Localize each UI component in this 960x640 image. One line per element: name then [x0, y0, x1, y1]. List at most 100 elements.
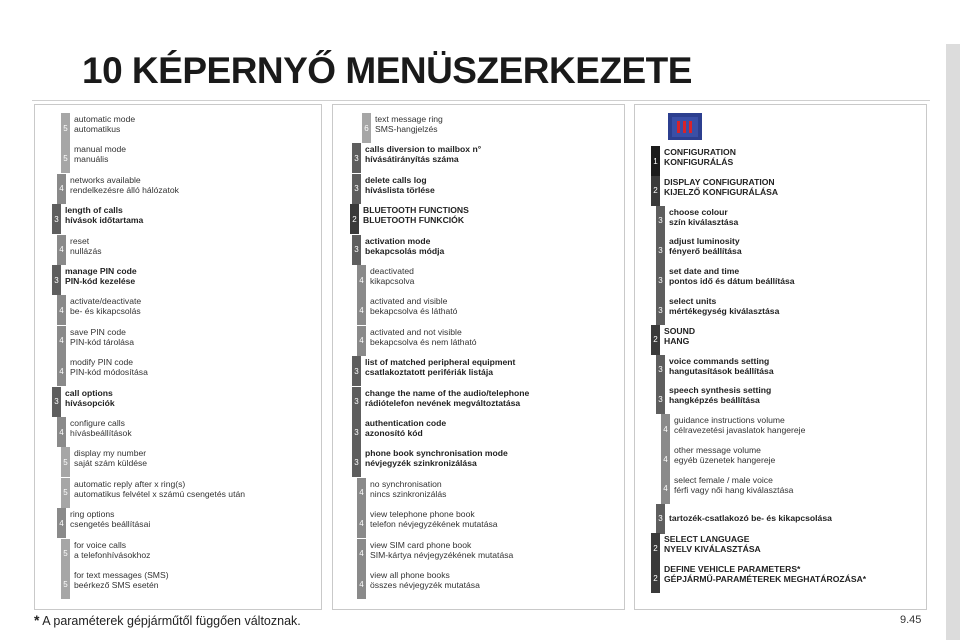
- menu-item-label-secondary: hívásopciók: [65, 397, 115, 408]
- level-badge: 2: [651, 533, 660, 564]
- menu-item-label-primary: delete calls log: [365, 174, 427, 185]
- menu-item-label-secondary: KONFIGURÁLÁS: [664, 157, 734, 167]
- menu-item-label-primary: text message ring: [375, 114, 443, 124]
- level-badge: 5: [61, 477, 70, 508]
- page-title: 10 KÉPERNYŐ MENÜSZERKEZETE: [82, 50, 692, 91]
- level-badge: 1: [651, 146, 660, 176]
- menu-item-label-secondary: csatlakoztatott perifériák listája: [365, 367, 493, 378]
- menu-item-label-primary: display my number: [74, 448, 147, 459]
- menu-item-label-primary: voice commands setting: [669, 355, 770, 366]
- menu-item-label-secondary: szín kiválasztása: [669, 216, 739, 227]
- menu-item-label-primary: authentication code: [365, 418, 447, 428]
- level-badge: 4: [57, 325, 66, 356]
- menu-item-label-primary: automatic mode: [74, 114, 136, 124]
- footnote-star: *: [34, 612, 40, 628]
- menu-column-2: [332, 104, 625, 610]
- menu-item-label-primary: ring options: [70, 509, 115, 520]
- menu-item-label-secondary: célravezetési javaslatok hangereje: [674, 425, 806, 436]
- menu-item-label-secondary: híváslista törlése: [365, 184, 435, 195]
- menu-item-label-secondary: névjegyzék szinkronizálása: [365, 458, 477, 469]
- menu-item-label-secondary: mértékegység kiválasztása: [669, 306, 780, 316]
- menu-item-label-secondary: összes névjegyzék mutatása: [370, 580, 480, 590]
- menu-item-label-primary: activated and not visible: [370, 326, 462, 337]
- menu-item-text: automatic reply after x ring(s)automatik…: [74, 479, 245, 499]
- level-badge: 3: [656, 384, 665, 415]
- level-badge: 4: [357, 265, 366, 295]
- menu-item-label-primary: length of calls: [65, 205, 123, 216]
- menu-item-label-secondary: nullázás: [70, 245, 102, 256]
- menu-item-label-primary: no synchronisation: [370, 478, 442, 489]
- menu-column-1: [34, 104, 322, 610]
- menu-item-label-secondary: BLUETOOTH FUNKCIÓK: [363, 215, 465, 226]
- level-badge: 3: [52, 204, 61, 235]
- menu-item-label-secondary: SMS-hangjelzés: [375, 124, 438, 134]
- level-badge: 4: [57, 508, 66, 539]
- level-badge: 3: [352, 143, 361, 174]
- menu-item-label-primary: speech synthesis setting: [669, 385, 772, 396]
- menu-item-label-secondary: automatikus: [74, 124, 121, 134]
- menu-item-label-primary: for voice calls: [74, 539, 127, 550]
- menu-item-label-primary: activation mode: [365, 235, 431, 246]
- configuration-icon: [668, 113, 702, 140]
- menu-item-label-secondary: SIM-kártya névjegyzékének mutatása: [370, 549, 514, 560]
- menu-item-label-secondary: saját szám küldése: [74, 458, 148, 469]
- level-badge: 2: [651, 324, 660, 355]
- menu-item-label-primary: calls diversion to mailbox n°: [365, 144, 482, 155]
- menu-item-label-secondary: bekapcsolva és nem látható: [370, 336, 477, 347]
- level-badge: 4: [357, 477, 366, 508]
- menu-item-label-secondary: pontos idő és dátum beállítása: [669, 276, 795, 287]
- footnote: * A paraméterek gépjárműtől függően vált…: [34, 612, 301, 628]
- level-badge: 5: [61, 447, 70, 478]
- level-badge: 3: [52, 386, 61, 417]
- menu-item-label-secondary: nincs szinkronizálás: [370, 488, 447, 499]
- menu-item-label-secondary: hívások időtartama: [65, 215, 144, 226]
- menu-item-label-primary: DEFINE VEHICLE PARAMETERS*: [664, 564, 801, 575]
- level-badge: 3: [352, 173, 361, 204]
- title-divider: [32, 100, 930, 101]
- menu-item-label-primary: reset: [70, 235, 90, 246]
- level-badge: 6: [362, 113, 371, 143]
- level-badge: 4: [57, 234, 66, 265]
- level-badge: 4: [357, 325, 366, 356]
- level-badge: 3: [352, 447, 361, 478]
- menu-item-label-primary: save PIN code: [70, 326, 126, 337]
- menu-item-label-secondary: automatikus felvétel x számú csengetés u…: [74, 488, 246, 499]
- menu-item-label-secondary: PIN-kód módosítása: [70, 367, 148, 378]
- menu-item-label-secondary: fényerő beállítása: [669, 246, 742, 257]
- menu-item-label-primary: view SIM card phone book: [370, 539, 472, 550]
- menu-item-label-secondary: férfi vagy női hang kiválasztása: [674, 484, 794, 495]
- menu-item-label-secondary: NYELV KIVÁLASZTÁSA: [664, 544, 761, 555]
- menu-item-label-primary: networks available: [70, 174, 141, 185]
- level-badge: 2: [651, 563, 660, 594]
- menu-item-label-secondary: PIN-kód tárolása: [70, 336, 135, 347]
- page-number: 9.45: [900, 614, 922, 626]
- menu-item-label-secondary: egyéb üzenetek hangereje: [674, 455, 776, 465]
- menu-item-label-primary: select units: [669, 296, 717, 306]
- menu-item-label-primary: configure calls: [70, 418, 125, 428]
- menu-item-label-primary: manual mode: [74, 144, 127, 155]
- level-badge: 3: [656, 235, 665, 266]
- menu-column-3: [634, 104, 927, 610]
- menu-item-label-secondary: bekapcsolva és látható: [370, 306, 458, 317]
- level-badge: 4: [357, 508, 366, 539]
- menu-item-label-primary: choose colour: [669, 206, 728, 217]
